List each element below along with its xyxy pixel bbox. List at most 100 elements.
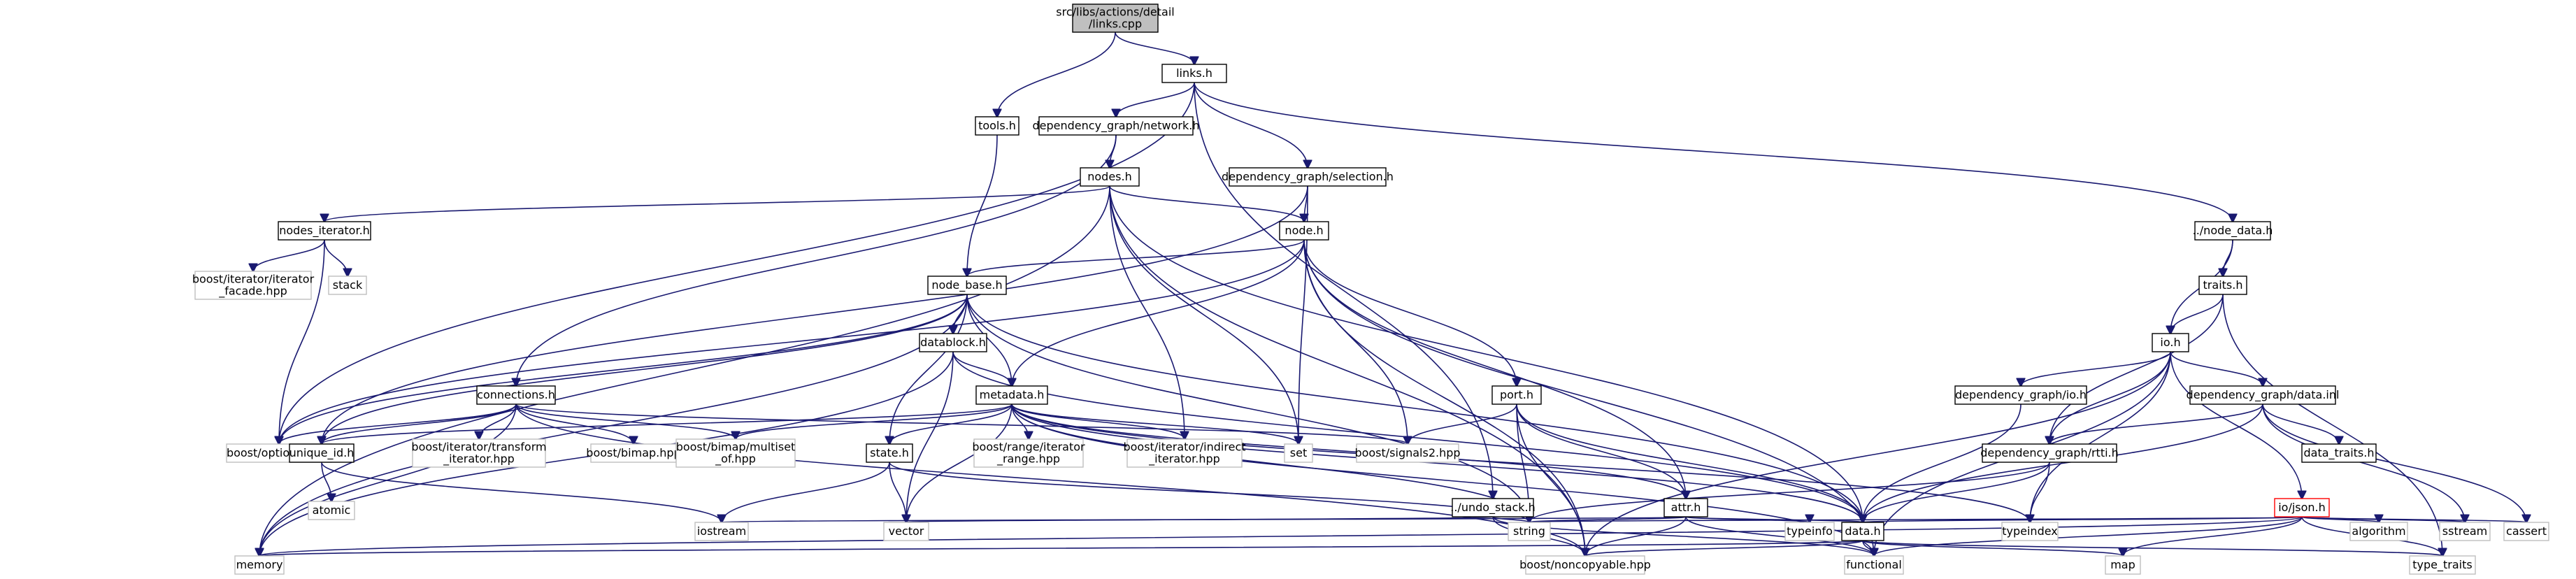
node-tools-h[interactable]: tools.h	[975, 116, 1019, 136]
node-box	[2194, 221, 2271, 241]
node-box	[1525, 555, 1645, 575]
node-label: typeinfo	[1787, 524, 1833, 538]
edge-nodes_iterator_h-to-boost_optional	[279, 239, 325, 444]
node-connections-h[interactable]: connections.h	[476, 385, 556, 405]
node-boost-iter-indirect: boost/iterator/indirect_iterator.hpp	[1123, 438, 1246, 468]
node-label: _of.hpp	[715, 452, 756, 466]
edge-traits_h-to-type_traits	[2222, 294, 2442, 556]
edge-metadata_h-to-boost_bimap_multiset	[736, 403, 1012, 439]
node-box	[694, 522, 749, 541]
edge-links_h-to-undo_stack_h	[1194, 82, 1493, 499]
node-label: io.h	[2160, 336, 2180, 349]
node-label: dependency_graph/network.h	[1033, 119, 1200, 133]
node-box	[2301, 443, 2377, 463]
node-box	[2503, 522, 2549, 541]
node-box	[412, 438, 546, 468]
edge-dg_data_inl-to-sstream	[2262, 403, 2465, 522]
node-box	[1229, 167, 1387, 187]
node-undo-stack-h[interactable]: ../undo_stack.h	[1450, 498, 1536, 517]
node-attr-h[interactable]: attr.h	[1663, 498, 1708, 517]
edge-node_data_h-to-traits_h	[2223, 239, 2233, 276]
edge-dg_rtti_h-to-typeindex	[2030, 462, 2050, 522]
node-box	[2198, 276, 2247, 295]
edge-root-to-tools_h	[997, 31, 1116, 117]
edge-node_base_h-to-string	[966, 294, 1529, 522]
node-root[interactable]: src/libs/actions/detail/links.cpp	[1056, 3, 1175, 33]
edge-links_h-to-dg_selection_h	[1194, 82, 1308, 168]
edge-node_h-to-attr_h	[1303, 239, 1686, 499]
node-dg-data-inl[interactable]: dependency_graph/data.inl	[2187, 385, 2340, 405]
edge-data_h-to-boost_noncopyable	[1585, 540, 1863, 556]
edge-dg_rtti_h-to-string	[1529, 462, 2050, 522]
edge-io_h-to-dg_rtti_h	[2049, 351, 2171, 444]
edge-datablock_h-to-metadata_h	[952, 351, 1012, 386]
edge-metadata_h-to-unique_id_h	[322, 403, 1012, 444]
edge-nodes_iterator_h-to-boost_iter_facade	[253, 239, 325, 271]
node-node-h[interactable]: node.h	[1279, 221, 1329, 241]
node-label: _iterator.hpp	[1148, 452, 1220, 466]
edge-dg_data_inl-to-data_traits_h	[2262, 403, 2339, 444]
node-traits-h[interactable]: traits.h	[2198, 276, 2247, 295]
node-box	[1508, 522, 1551, 541]
node-dg-io-h[interactable]: dependency_graph/io.h	[1954, 385, 2087, 405]
node-nodes-h[interactable]: nodes.h	[1080, 167, 1140, 187]
edge-links_h-to-dg_network_h	[1116, 82, 1195, 117]
node-io-json-h[interactable]: io/json.h	[2274, 498, 2330, 517]
node-metadata-h[interactable]: metadata.h	[975, 385, 1048, 405]
edge-io_json_h-to-cassert	[2301, 517, 2526, 522]
edge-dg_data_inl-to-cassert	[2262, 403, 2526, 522]
node-node-base-h[interactable]: node_base.h	[927, 276, 1007, 295]
node-dg-network-h[interactable]: dependency_graph/network.h	[1033, 116, 1200, 136]
edge-io_h-to-typeindex	[2030, 351, 2171, 522]
node-node-data-h[interactable]: ../node_data.h	[2193, 221, 2273, 241]
node-dg-rtti-h[interactable]: dependency_graph/rtti.h	[1980, 443, 2119, 463]
edge-io_json_h-to-functional	[1874, 516, 2303, 556]
node-box	[975, 116, 1019, 136]
node-label: ../undo_stack.h	[1450, 501, 1536, 515]
edge-state_h-to-vector	[889, 462, 906, 522]
edge-connections_h-to-boost_bimap_multiset	[515, 403, 736, 439]
node-nodes-iterator-h[interactable]: nodes_iterator.h	[278, 221, 371, 241]
node-unique-id-h[interactable]: unique_id.h	[289, 443, 355, 463]
node-io-h[interactable]: io.h	[2152, 333, 2189, 352]
node-data-h[interactable]: data.h	[1841, 522, 1884, 541]
node-box	[675, 438, 796, 468]
node-boost-noncopyable: boost/noncopyable.hpp	[1519, 555, 1651, 575]
node-type-traits: type_traits	[2409, 555, 2476, 575]
edge-metadata_h-to-boost_iter_indirect	[1011, 403, 1185, 439]
edge-metadata_h-to-state_h	[889, 403, 1012, 444]
node-label: metadata.h	[980, 388, 1045, 401]
node-iostream: iostream	[694, 522, 749, 541]
node-sstream: sstream	[2439, 522, 2491, 541]
edge-node_h-to-node_base_h	[967, 239, 1305, 276]
node-label: functional	[1846, 558, 1902, 571]
node-box	[919, 333, 987, 352]
node-box	[2349, 522, 2408, 541]
node-label: traits.h	[2203, 278, 2243, 292]
edge-nodes_h-to-boost_iter_indirect	[1109, 185, 1185, 439]
edge-io_json_h-to-data_h	[1863, 517, 2303, 522]
node-links-h[interactable]: links.h	[1161, 64, 1227, 83]
node-typeinfo: typeinfo	[1784, 522, 1835, 541]
node-datablock-h[interactable]: datablock.h	[919, 333, 987, 352]
edge-traits_h-to-dg_rtti_h	[2049, 294, 2224, 444]
node-state-h[interactable]: state.h	[866, 443, 913, 463]
node-label: port.h	[1500, 388, 1533, 401]
edge-attr_h-to-string	[1529, 517, 1687, 522]
node-port-h[interactable]: port.h	[1491, 385, 1542, 405]
node-label: _iterator.hpp	[443, 452, 515, 466]
node-label: links.h	[1176, 66, 1212, 80]
node-box	[1954, 385, 2087, 405]
node-box	[1841, 522, 1884, 541]
edge-dg_data_inl-to-dg_rtti_h	[2049, 403, 2263, 444]
node-data-traits-h[interactable]: data_traits.h	[2301, 443, 2377, 463]
edge-io_h-to-dg_data_inl	[2170, 351, 2263, 386]
edge-nodes_h-to-node_h	[1109, 185, 1304, 222]
node-box	[883, 522, 929, 541]
edge-dg_network_h-to-connections_h	[516, 134, 1117, 386]
node-label: iostream	[697, 524, 746, 538]
node-stack: stack	[328, 276, 367, 295]
node-dg-selection-h[interactable]: dependency_graph/selection.h	[1222, 167, 1394, 187]
edge-traits_h-to-io_h	[2170, 294, 2224, 334]
